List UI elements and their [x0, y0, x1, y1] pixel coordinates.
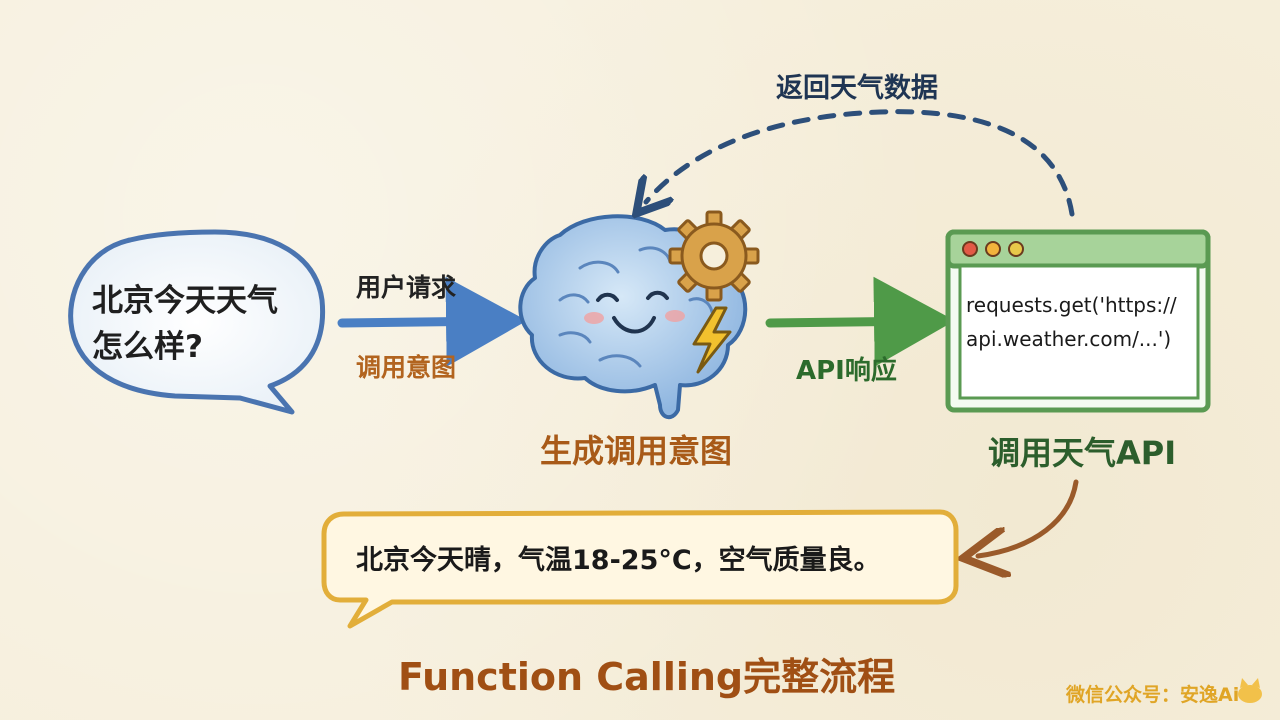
- api-response-arrow: [765, 276, 955, 367]
- diagram-title: Function Calling完整流程: [398, 655, 896, 699]
- watermark: 微信公众号：安逸Ai: [1066, 684, 1240, 706]
- user-speech-bubble: [68, 229, 326, 415]
- user-question: 北京今天天气怎么样?: [92, 283, 278, 365]
- code-line-1: requests.get('https://: [966, 293, 1177, 317]
- result-arrow: [978, 479, 1079, 556]
- brain-caption: 生成调用意图: [540, 432, 733, 470]
- cat-logo-icon: [1238, 678, 1262, 703]
- call-intent-label: 调用意图: [356, 353, 457, 382]
- window-dot-1: [985, 241, 1001, 257]
- api-window: [945, 229, 1211, 413]
- api-code-snippet: requests.get('https:// api.weather.com/.…: [966, 288, 1196, 356]
- return-data-label: 返回天气数据: [776, 73, 938, 104]
- return-data-arrow: [646, 109, 1075, 214]
- api-window-caption: 调用天气API: [988, 434, 1177, 472]
- window-dot-0: [962, 241, 978, 257]
- gear-icon: [668, 210, 760, 302]
- answer-text: 北京今天晴，气温18-25°C，空气质量良。: [356, 545, 881, 576]
- user-request-label: 用户请求: [356, 273, 457, 302]
- lightning-icon: [692, 306, 732, 374]
- api-response-label: API响应: [796, 356, 897, 386]
- window-dot-2: [1008, 241, 1024, 257]
- answer-speech-bubble: [321, 509, 959, 629]
- code-line-2: api.weather.com/...'): [966, 327, 1172, 351]
- user-request-arrow: [337, 276, 527, 367]
